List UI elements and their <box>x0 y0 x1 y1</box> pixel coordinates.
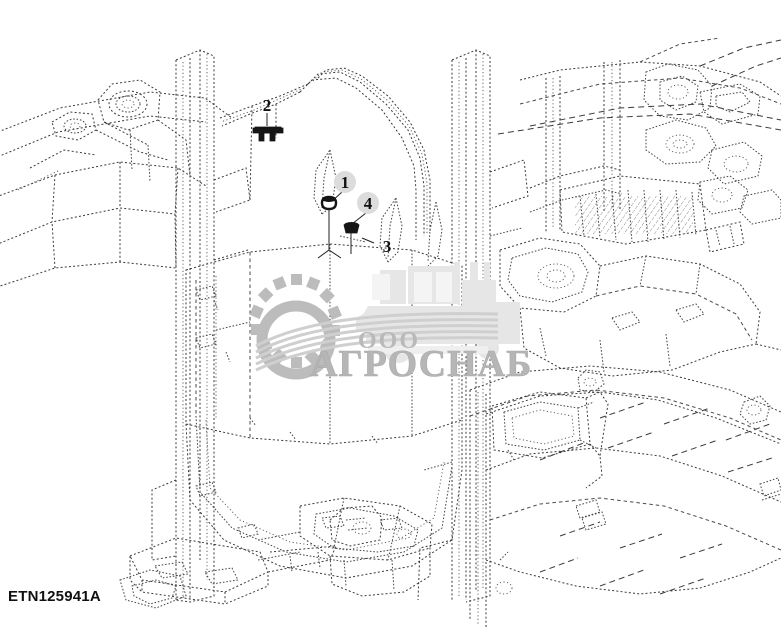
part-4-plug-icon <box>343 212 375 254</box>
left-hood-assembly <box>0 79 233 287</box>
cab-door-frame <box>219 67 443 267</box>
callout-2[interactable]: 2 <box>262 95 272 115</box>
right-tank-assembly <box>499 237 781 377</box>
callout-1[interactable]: 1 <box>334 171 356 193</box>
center-side-panel <box>185 243 463 579</box>
right-mechanism-cluster <box>497 37 781 253</box>
part-number-label: ETN125941A <box>8 588 101 605</box>
corner-detail-sketch <box>119 569 187 609</box>
part-1-grommet-icon <box>317 191 343 259</box>
bottom-right-fender <box>469 365 781 628</box>
left-cab-pillar <box>129 49 337 605</box>
callout-3[interactable]: 3 <box>382 236 392 256</box>
part-2-clip-icon <box>252 113 284 142</box>
callout-4[interactable]: 4 <box>357 192 379 214</box>
part-3-lead-line <box>339 235 367 243</box>
right-cab-pillar <box>417 49 529 603</box>
bottom-center-crossmember <box>257 497 433 597</box>
